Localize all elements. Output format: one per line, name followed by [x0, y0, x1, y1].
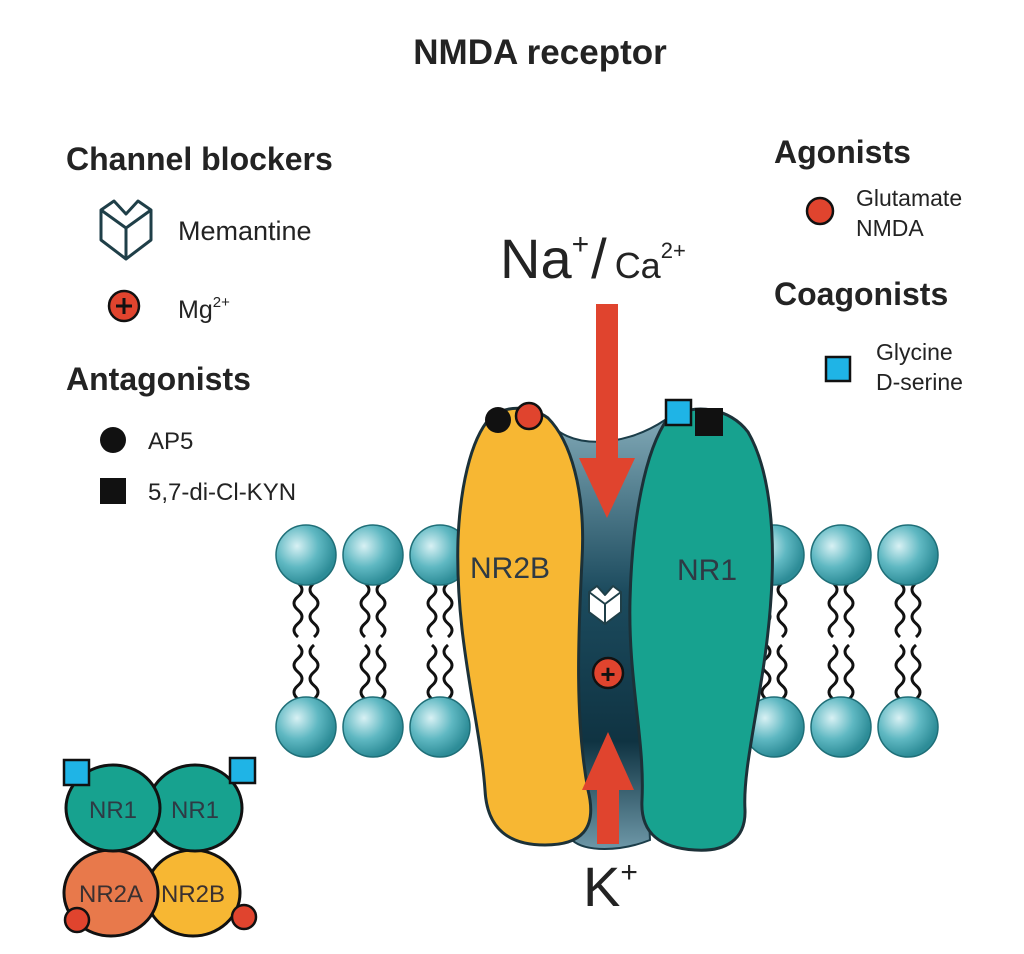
- memantine-icon: [99, 199, 153, 261]
- lipid-tail: [910, 581, 922, 639]
- k-label: K: [583, 855, 620, 918]
- lipid-head: [342, 524, 404, 586]
- lipid-tail: [776, 643, 788, 701]
- lipid-head: [275, 524, 337, 586]
- ion-separator: /: [591, 227, 607, 290]
- glutamate-binding-site: [514, 401, 544, 431]
- lipid-tail: [894, 581, 906, 639]
- channel-blockers-heading: Channel blockers: [66, 141, 333, 177]
- lipid-tail: [426, 581, 438, 639]
- lipid-head: [810, 524, 872, 586]
- kyn-binding-site: [695, 408, 723, 436]
- lipid-tail: [760, 643, 772, 701]
- lipid-tail: [308, 581, 320, 639]
- lipid-tail: [843, 581, 855, 639]
- lipid-tail: [308, 643, 320, 701]
- lipid-tail: [776, 581, 788, 639]
- pore-mg-symbol: +: [600, 659, 615, 689]
- tetramer-diagram: NR1 NR1 NR2A NR2B: [62, 756, 258, 938]
- lipid-tail: [292, 643, 304, 701]
- pore-mg-ion-icon: +: [591, 656, 625, 690]
- ap5-label: AP5: [148, 428, 193, 455]
- na-ca-ion-label: Na+/Ca2+: [500, 227, 686, 290]
- lipid-tail: [292, 581, 304, 639]
- glutamate-label: Glutamate: [856, 185, 962, 211]
- kyn-black-square-icon: [100, 478, 126, 504]
- kyn-label: 5,7-di-Cl-KYN: [148, 479, 296, 506]
- tetramer-glycine-site-right: [228, 756, 257, 785]
- lipid-tail: [827, 581, 839, 639]
- agonist-red-circle-icon: [805, 196, 835, 226]
- lipid-head: [409, 696, 471, 758]
- lipid-tail: [894, 643, 906, 701]
- lipid-head: [275, 696, 337, 758]
- k-superscript: +: [620, 856, 638, 889]
- mg-label-superscript: 2+: [213, 294, 230, 311]
- lipid-tail: [827, 643, 839, 701]
- lipid-tail: [442, 581, 454, 639]
- nr2b-label: NR2B: [470, 552, 550, 585]
- lipid-head: [877, 696, 939, 758]
- ca-superscript: 2+: [661, 238, 686, 263]
- lipid-tail: [442, 643, 454, 701]
- coagonist-blue-square-icon: [824, 355, 852, 383]
- nr1-label: NR1: [677, 554, 737, 587]
- lipid-bilayer: [275, 524, 939, 758]
- glycine-label: Glycine: [876, 339, 953, 365]
- lipid-tail: [843, 643, 855, 701]
- memantine-label: Memantine: [178, 216, 312, 246]
- lipid-tail: [910, 643, 922, 701]
- nr1-subunit: [628, 407, 774, 852]
- k-ion-label: K+: [583, 855, 638, 918]
- tetramer-bottom-right-label: NR2B: [161, 881, 225, 908]
- ca-label: Ca: [615, 245, 662, 286]
- na-superscript: +: [572, 228, 590, 261]
- glycine-binding-site: [664, 398, 693, 427]
- coagonists-heading: Coagonists: [774, 276, 948, 312]
- mg-label-text: Mg: [178, 296, 213, 324]
- tetramer-nr1-left-subunit: [64, 763, 162, 853]
- antagonists-heading: Antagonists: [66, 361, 251, 397]
- lipid-tail: [359, 581, 371, 639]
- nmda-label: NMDA: [856, 215, 924, 241]
- ap5-black-circle-icon: [100, 427, 126, 453]
- lipid-tail: [375, 581, 387, 639]
- lipid-head: [877, 524, 939, 586]
- tetramer-glutamate-site-left: [63, 906, 91, 934]
- tetramer-glycine-site-left: [62, 758, 91, 787]
- tetramer-bottom-left-label: NR2A: [79, 881, 143, 908]
- ap5-binding-site: [485, 407, 511, 433]
- lipid-head: [810, 696, 872, 758]
- lipid-tail: [426, 643, 438, 701]
- mg-label: Mg2+: [178, 294, 230, 324]
- d-serine-label: D-serine: [876, 369, 963, 395]
- lipid-head: [342, 696, 404, 758]
- lipid-tail: [375, 643, 387, 701]
- k-efflux-arrow: [582, 732, 634, 844]
- na-label: Na: [500, 227, 572, 290]
- ion-influx-arrow: [579, 304, 635, 518]
- tetramer-glutamate-site-right: [230, 903, 258, 931]
- mg-ion-icon: [107, 289, 141, 323]
- agonists-heading: Agonists: [774, 134, 911, 170]
- tetramer-top-right-label: NR1: [171, 797, 219, 824]
- nr2b-subunit: [456, 406, 593, 847]
- tetramer-top-left-label: NR1: [89, 797, 137, 824]
- lipid-tail: [359, 643, 371, 701]
- diagram-title: NMDA receptor: [413, 33, 667, 72]
- pore-memantine-icon: [588, 585, 622, 625]
